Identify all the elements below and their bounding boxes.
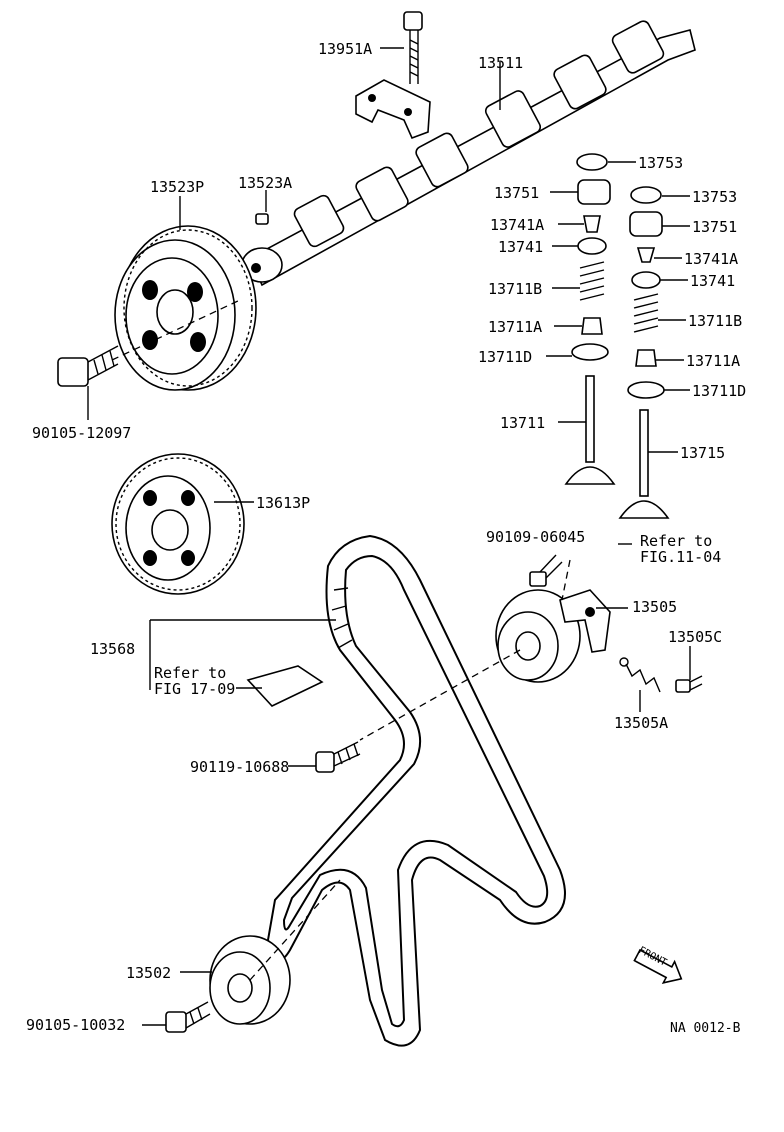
label-13753-right: 13753: [692, 188, 737, 206]
label-13751-right: 13751: [692, 218, 737, 236]
label-90119-10688: 90119-10688: [190, 758, 289, 776]
label-13715: 13715: [680, 444, 725, 462]
bearing-cap: [355, 79, 431, 140]
label-13711: 13711: [500, 414, 545, 432]
label-13523P: 13523P: [150, 178, 204, 196]
label-13505C: 13505C: [668, 628, 722, 646]
label-13741-right: 13741: [690, 272, 735, 290]
refer-plate: [246, 665, 324, 707]
label-refer-fig11-line2: FIG.11-04: [640, 548, 721, 566]
cap-bolt: [403, 11, 423, 84]
label-13711A-left: 13711A: [488, 318, 542, 336]
tensioner-spring: [619, 657, 661, 693]
label-13505A: 13505A: [614, 714, 668, 732]
label-13753-left: 13753: [638, 154, 683, 172]
label-13751-left: 13751: [494, 184, 539, 202]
tensioner-stud: [529, 554, 563, 587]
label-90109-06045: 90109-06045: [486, 528, 585, 546]
label-13523A: 13523A: [238, 174, 292, 192]
bolt-90119: [315, 741, 361, 773]
label-13741A-left: 13741A: [490, 216, 544, 234]
cam-key: [255, 213, 269, 225]
tensioner-pin: [675, 675, 703, 693]
label-13711D-left: 13711D: [478, 348, 532, 366]
label-90105-10032: 90105-10032: [26, 1016, 125, 1034]
label-13711B-left: 13711B: [488, 280, 542, 298]
label-13711D-right: 13711D: [692, 382, 746, 400]
label-refer-fig17-line2: FIG 17-09: [154, 680, 235, 698]
assembly-lines: [111, 299, 571, 981]
valve-train-left: [564, 153, 616, 485]
label-13502: 13502: [126, 964, 171, 982]
label-13711B-right: 13711B: [688, 312, 742, 330]
front-arrow: [633, 948, 683, 984]
leader-lines: [87, 47, 691, 1026]
timing-belt: [266, 534, 566, 1047]
label-13741A-right: 13741A: [684, 250, 738, 268]
label-13613P: 13613P: [256, 494, 310, 512]
label-90105-12097: 90105-12097: [32, 424, 131, 442]
crank-pulley: [111, 453, 245, 595]
label-13951A: 13951A: [318, 40, 372, 58]
idler-bolt: [165, 1001, 211, 1033]
label-diagram-code: NA 0012-B: [670, 1021, 741, 1036]
label-13741-left: 13741: [498, 238, 543, 256]
label-13505: 13505: [632, 598, 677, 616]
label-13511: 13511: [478, 54, 523, 72]
label-13568: 13568: [90, 640, 135, 658]
tensioner: [495, 589, 611, 683]
valve-train-right: [618, 186, 670, 519]
label-13711A-right: 13711A: [686, 352, 740, 370]
camshaft: [241, 20, 696, 287]
label-refer-fig17-line1: Refer to: [154, 664, 226, 682]
cam-pulley: [114, 225, 257, 391]
pulley-bolt: [57, 345, 119, 387]
label-refer-fig11-line1: Refer to: [640, 532, 712, 550]
